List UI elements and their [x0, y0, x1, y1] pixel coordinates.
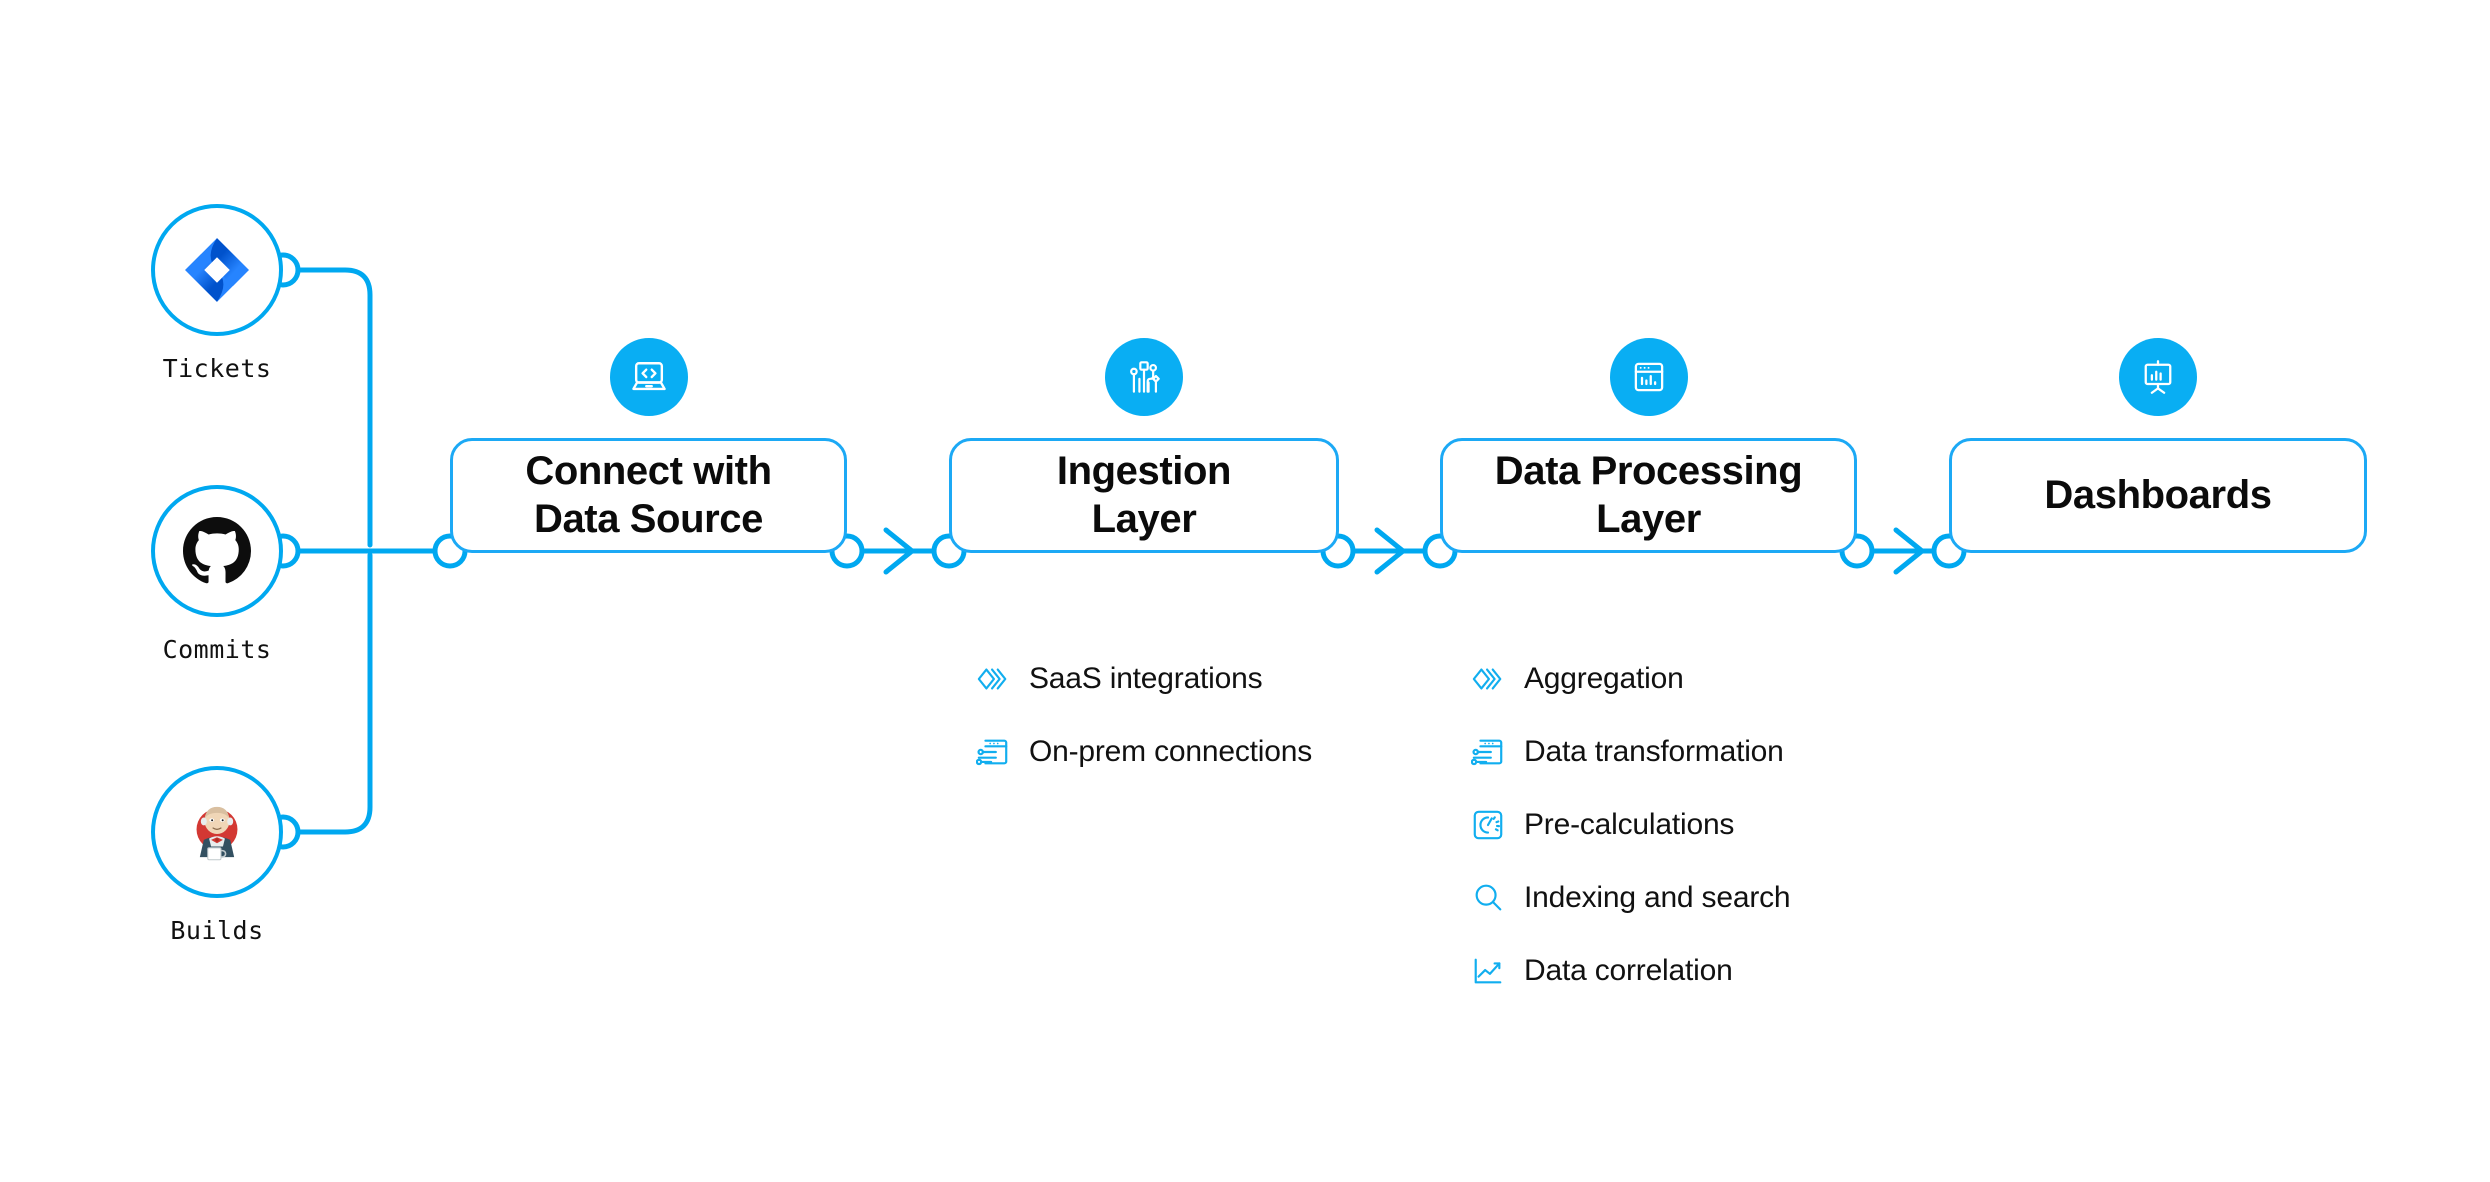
jira-icon [185, 238, 249, 302]
list-item-label: Data transformation [1524, 735, 1784, 768]
stage-title-line: Layer [1091, 496, 1197, 541]
stage-title: Connect with Data Source [509, 448, 787, 542]
window-barchart-icon [1634, 362, 1663, 392]
jenkins-icon [196, 806, 238, 861]
source-node-tickets[interactable]: Tickets [141, 204, 293, 383]
list-item-label: Pre-calculations [1524, 808, 1735, 841]
bus-path-tickets [282, 267, 373, 548]
bullet-list-processing: Aggregation Data transformation [1470, 655, 1791, 1020]
source-label: Builds [170, 916, 264, 945]
gauge-square-icon [1470, 807, 1506, 843]
stage-title-line: Data Source [533, 496, 763, 541]
stage-badge [2119, 338, 2197, 416]
source-ring [151, 766, 283, 898]
stage-box[interactable]: Data Processing Layer [1440, 438, 1857, 553]
list-item-label: On-prem connections [1029, 735, 1313, 768]
bullet-list-ingestion: SaaS integrations On-prem connections [975, 655, 1312, 801]
list-item[interactable]: Data transformation [1470, 728, 1790, 776]
list-item-label: Aggregation [1524, 662, 1684, 695]
window-sliders-icon [1470, 734, 1506, 770]
bus-path-builds [282, 552, 373, 835]
stage-badge [1609, 338, 1688, 416]
arrow-head-2 [1374, 527, 1406, 575]
window-sliders-icon [975, 734, 1011, 770]
source-node-commits[interactable]: Commits [141, 485, 293, 664]
stage-title-line: Ingestion [1056, 449, 1232, 494]
source-label: Tickets [162, 354, 272, 383]
stage-title-line: Dashboards [2044, 472, 2272, 517]
list-item[interactable]: Data correlation [1470, 947, 1790, 995]
stage-box[interactable]: Dashboards [1949, 438, 2367, 553]
layers-chevron-icon [975, 661, 1011, 697]
list-item[interactable]: Pre-calculations [1470, 801, 1790, 849]
source-ring [151, 485, 283, 617]
source-label: Commits [162, 635, 272, 664]
list-item[interactable]: Aggregation [1470, 655, 1790, 703]
list-item[interactable]: SaaS integrations [975, 655, 1312, 703]
stage-title-line: Layer [1596, 496, 1701, 541]
stage-badge [609, 338, 688, 416]
list-item[interactable]: On-prem connections [975, 728, 1312, 776]
stage-box[interactable]: Connect with Data Source [450, 438, 847, 553]
stage-box[interactable]: Ingestion Layer [949, 438, 1339, 553]
list-item[interactable]: Indexing and search [1470, 874, 1791, 922]
laptop-code-icon [631, 362, 666, 391]
github-icon [183, 517, 251, 584]
list-item-label: Data correlation [1524, 954, 1733, 987]
source-ring [151, 204, 283, 336]
stage-title: Ingestion Layer [1041, 448, 1247, 542]
stage-title-line: Connect with [525, 449, 772, 494]
layers-chevron-icon [1470, 661, 1506, 697]
stage-title: Dashboards [2028, 472, 2287, 519]
stage-title: Data Processing Layer [1479, 448, 1818, 542]
arrow-head-3 [1893, 527, 1925, 575]
magnifier-icon [1470, 880, 1506, 916]
arrow-head-1 [883, 527, 915, 575]
circuit-nodes-icon [1130, 361, 1160, 393]
stage-badge [1105, 338, 1183, 416]
stage-title-line: Data Processing [1494, 449, 1803, 494]
source-node-builds[interactable]: Builds [141, 766, 293, 945]
line-chart-icon [1470, 953, 1506, 989]
list-item-label: Indexing and search [1524, 881, 1791, 914]
presentation-chart-icon [2144, 360, 2172, 394]
list-item-label: SaaS integrations [1029, 662, 1263, 695]
